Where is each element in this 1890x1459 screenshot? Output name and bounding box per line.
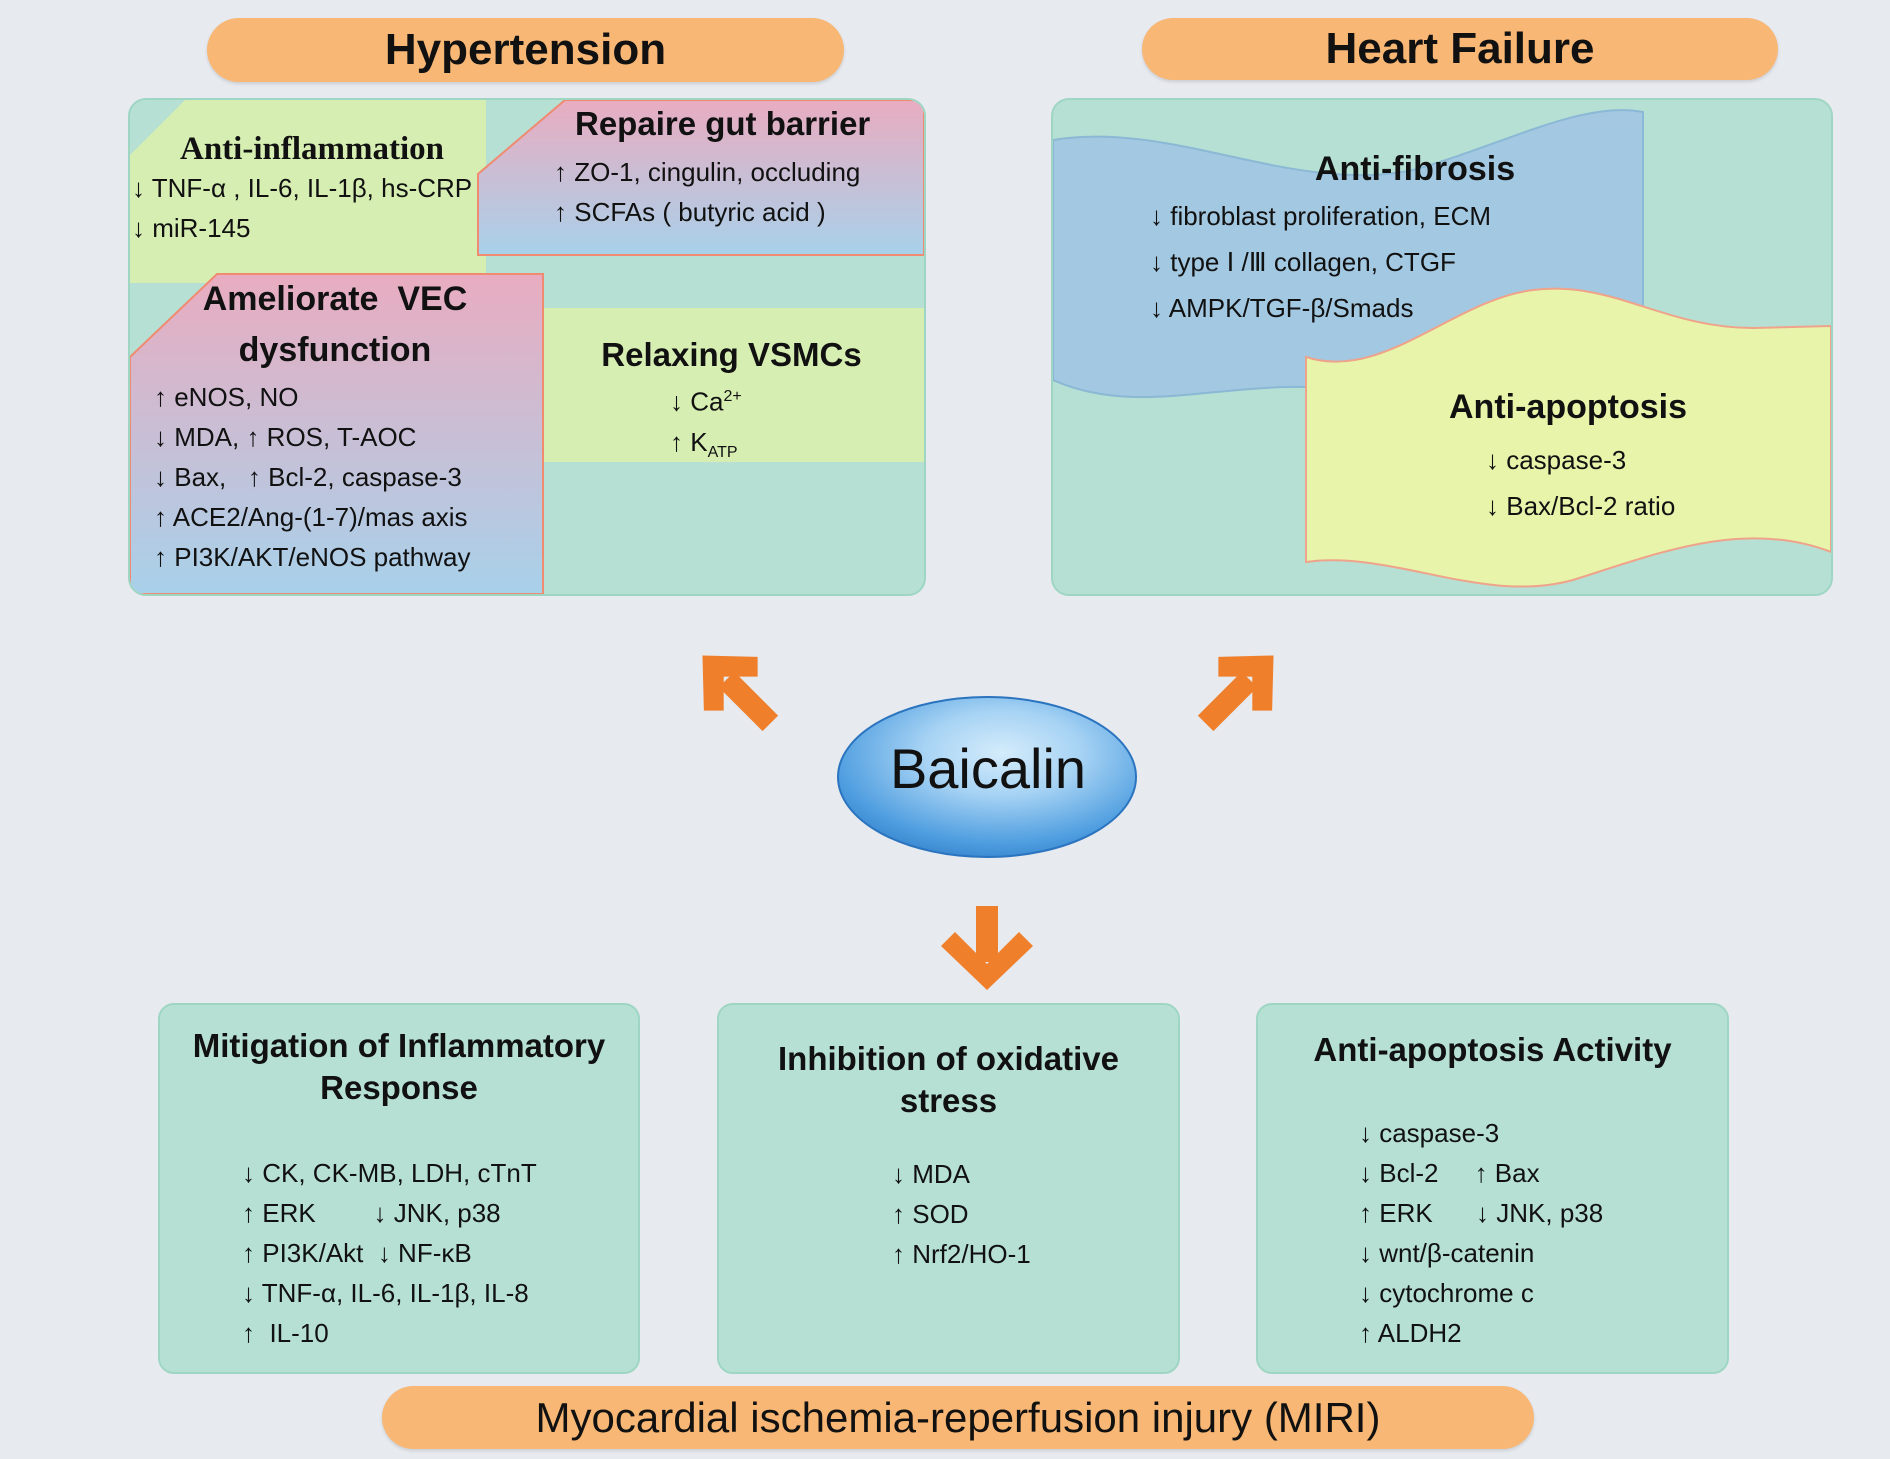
katp-item: ↑ KATP (670, 422, 742, 473)
oxidative-list: ↓ MDA ↑ SOD ↑ Nrf2/HO-1 (892, 1154, 1031, 1274)
anti-inflammation-title: Anti-inflammation (180, 131, 444, 167)
oxidative-item: ↑ Nrf2/HO-1 (892, 1239, 1031, 1269)
hypertension-title: Hypertension (384, 25, 667, 74)
vec-list: ↑ eNOS, NO ↓ MDA, ↑ ROS, T-AOC ↓ Bax, ↑ … (154, 377, 470, 577)
arrow-to-hypertension-icon (702, 655, 779, 732)
hypertension-panel (128, 98, 926, 596)
heart-failure-panel (1051, 98, 1833, 596)
heart-failure-header: Heart Failure (1142, 18, 1778, 80)
anti-inflammation-list: ↓ TNF-α , IL-6, IL-1β, hs-CRP ↓ miR-145 (132, 168, 472, 248)
hf-anti-apoptosis-list: ↓ caspase-3 ↓ Bax/Bcl-2 ratio (1486, 437, 1675, 529)
calcium-superscript: 2+ (723, 388, 742, 405)
anti-fibrosis-item: ↓ AMPK/TGF-β/Smads (1150, 293, 1414, 323)
hf-anti-apoptosis-item: ↓ Bax/Bcl-2 ratio (1486, 491, 1676, 521)
apoptosis-title: Anti-apoptosis Activity (1313, 1031, 1672, 1068)
inflammatory-list: ↓ CK, CK-MB, LDH, cTnT ↑ ERK ↓ JNK, p38 … (242, 1153, 537, 1353)
miri-title: Myocardial ischemia-reperfusion injury (… (535, 1393, 1381, 1441)
vec-item: ↓ Bax, ↑ Bcl-2, caspase-3 (154, 462, 462, 492)
anti-inflammation-item: ↓ miR-145 (132, 213, 251, 243)
katp-label: K (690, 426, 708, 457)
inflammatory-item: ↓ TNF-α, IL-6, IL-1β, IL-8 (242, 1278, 529, 1308)
oxidative-title-line2: stress (899, 1082, 998, 1119)
oxidative-title-line1: Inhibition of oxidative (778, 1040, 1119, 1077)
vec-title: Ameliorate VEC dysfunction (128, 274, 542, 376)
apoptosis-list: ↓ caspase-3 ↓ Bcl-2 ↑ Bax ↑ ERK ↓ JNK, p… (1359, 1113, 1603, 1353)
vec-item: ↑ PI3K/AKT/eNOS pathway (154, 542, 471, 572)
hf-anti-apoptosis-item: ↓ caspase-3 (1486, 445, 1627, 475)
apoptosis-item: ↑ ERK ↓ JNK, p38 (1359, 1198, 1604, 1228)
apoptosis-box: Anti-apoptosis Activity ↓ caspase-3 ↓ Bc… (1256, 1003, 1729, 1374)
gut-barrier-item: ↑ ZO-1, cingulin, occluding (554, 157, 861, 187)
calcium-item: ↓ Ca2+ (670, 377, 742, 422)
inflammatory-box: Mitigation of Inflammatory Response ↓ CK… (158, 1003, 640, 1374)
apoptosis-item: ↓ cytochrome c (1359, 1278, 1534, 1308)
vec-bg (130, 273, 544, 594)
anti-fibrosis-item: ↓ type Ⅰ /Ⅲ collagen, CTGF (1150, 247, 1456, 277)
anti-inflammation-bg (130, 100, 486, 283)
apoptosis-item: ↑ ALDH2 (1359, 1318, 1462, 1348)
relaxing-vsmcs-bg (543, 308, 924, 462)
vsmcs-list: ↓ Ca2+ ↑ KATP (670, 377, 742, 473)
vec-item: ↓ MDA, ↑ ROS, T-AOC (154, 422, 417, 452)
oxidative-title: Inhibition of oxidative stress (719, 1038, 1178, 1122)
hypertension-header: Hypertension (207, 18, 844, 82)
gut-barrier-list: ↑ ZO-1, cingulin, occluding ↑ SCFAs ( bu… (554, 152, 860, 232)
inflammatory-title-line1: Mitigation of Inflammatory (192, 1027, 606, 1064)
apoptosis-item: ↓ wnt/β-catenin (1359, 1238, 1535, 1268)
heart-failure-shapes (1053, 109, 1831, 588)
katp-subscript: ATP (707, 443, 738, 461)
inflammatory-item: ↓ CK, CK-MB, LDH, cTnT (242, 1158, 537, 1188)
arrow-to-miri-icon (941, 906, 1033, 990)
inflammatory-item: ↑ PI3K/Akt ↓ NF-κB (242, 1238, 472, 1268)
inflammatory-item: ↑ IL-10 (242, 1318, 329, 1348)
vec-item: ↑ ACE2/Ang-(1-7)/mas axis (154, 502, 468, 532)
gut-barrier-item: ↑ SCFAs ( butyric acid ) (554, 197, 826, 227)
vsmcs-title: Relaxing VSMCs (601, 336, 862, 373)
down-arrow-icon: ↓ (670, 386, 683, 417)
inflammatory-title: Mitigation of Inflammatory Response (160, 1025, 638, 1109)
anti-fibrosis-list: ↓ fibroblast proliferation, ECM ↓ type Ⅰ… (1150, 193, 1491, 331)
oxidative-item: ↓ MDA (892, 1159, 970, 1189)
apoptosis-item: ↓ caspase-3 (1359, 1118, 1500, 1148)
gut-barrier-title: Repaire gut barrier (575, 105, 871, 142)
apoptosis-item: ↓ Bcl-2 ↑ Bax (1359, 1158, 1540, 1188)
baicalin-label: Baicalin (889, 737, 1087, 800)
anti-inflammation-item: ↓ TNF-α , IL-6, IL-1β, hs-CRP (132, 173, 473, 203)
miri-footer: Myocardial ischemia-reperfusion injury (… (382, 1386, 1534, 1449)
vec-title-line2: dysfunction (238, 331, 432, 369)
vec-item: ↑ eNOS, NO (154, 382, 299, 412)
hf-anti-apoptosis-title: Anti-apoptosis (1449, 388, 1687, 426)
anti-fibrosis-item: ↓ fibroblast proliferation, ECM (1150, 201, 1492, 231)
inflammatory-item: ↑ ERK ↓ JNK, p38 (242, 1198, 501, 1228)
inflammatory-title-line2: Response (320, 1069, 478, 1106)
arrow-to-heart-failure-icon (1197, 655, 1274, 732)
heart-failure-title: Heart Failure (1325, 24, 1595, 73)
gut-barrier-bg (477, 100, 924, 256)
oxidative-box: Inhibition of oxidative stress ↓ MDA ↑ S… (717, 1003, 1180, 1374)
anti-fibrosis-title: Anti-fibrosis (1314, 150, 1516, 188)
vec-title-line1: Ameliorate VEC (202, 280, 468, 318)
hypertension-shapes (130, 100, 924, 594)
oxidative-item: ↑ SOD (892, 1199, 969, 1229)
calcium-label: Ca (690, 386, 724, 417)
anti-apoptosis-banner (1305, 287, 1831, 588)
up-arrow-icon: ↑ (670, 426, 683, 457)
